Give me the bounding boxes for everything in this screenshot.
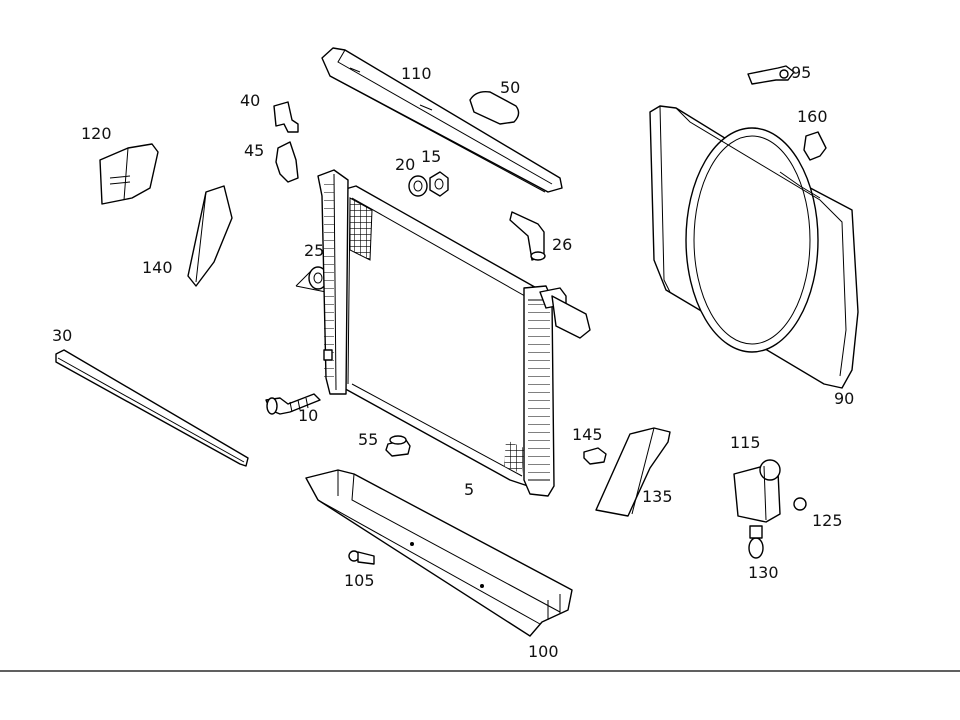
label-90: 90 (834, 389, 854, 408)
label-160: 160 (797, 107, 828, 126)
label-140: 140 (142, 258, 173, 277)
cap-55 (385, 435, 411, 457)
bulb-130 (748, 525, 764, 559)
label-45: 45 (244, 141, 264, 160)
fan-shroud-90 (649, 105, 859, 389)
side-seal-135 (595, 427, 671, 517)
switch-115 (733, 459, 781, 523)
nut-15 (429, 171, 449, 197)
hose-connector-26 (509, 211, 546, 261)
drain-plug-10 (265, 393, 321, 415)
label-5: 5 (464, 480, 474, 499)
seal-strip-30 (55, 349, 249, 467)
bracket-120 (99, 143, 159, 205)
label-130: 130 (748, 563, 779, 582)
radiator-5 (317, 169, 591, 497)
upper-air-guide-110 (321, 47, 563, 193)
clip-45 (275, 141, 299, 183)
label-115: 115 (730, 433, 761, 452)
bolt-105 (348, 550, 375, 565)
side-seal-140 (187, 185, 233, 287)
label-135: 135 (642, 487, 673, 506)
label-100: 100 (528, 642, 559, 661)
label-30: 30 (52, 326, 72, 345)
label-15: 15 (421, 147, 441, 166)
label-25: 25 (304, 241, 324, 260)
washer-20 (408, 175, 428, 197)
clip-40 (273, 101, 299, 133)
label-55: 55 (358, 430, 378, 449)
label-20: 20 (395, 155, 415, 174)
label-145: 145 (572, 425, 603, 444)
label-125: 125 (812, 511, 843, 530)
latch-95 (747, 65, 795, 85)
clip-160 (803, 131, 827, 161)
lower-air-guide-100 (305, 469, 573, 637)
label-105: 105 (344, 571, 375, 590)
label-40: 40 (240, 91, 260, 110)
label-26: 26 (552, 235, 572, 254)
label-110: 110 (401, 64, 432, 83)
label-95: 95 (791, 63, 811, 82)
label-120: 120 (81, 124, 112, 143)
label-50: 50 (500, 78, 520, 97)
clip-145 (583, 447, 607, 465)
cap-50 (469, 90, 520, 125)
screw-125 (793, 497, 807, 511)
label-10: 10 (298, 406, 318, 425)
